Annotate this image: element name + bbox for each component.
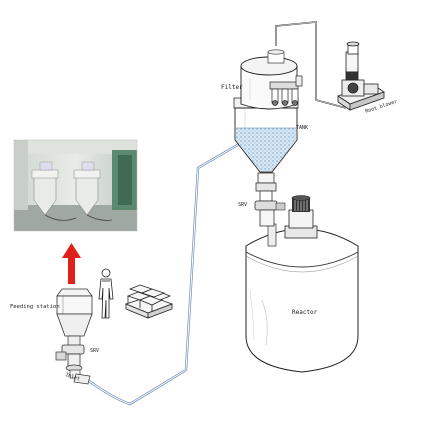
inlet-pipe bbox=[73, 373, 91, 385]
filter-unit bbox=[240, 49, 298, 110]
reactor-motor bbox=[284, 195, 318, 239]
srv-bottom-label: SRV bbox=[90, 348, 100, 354]
filter-label: Filter bbox=[221, 84, 243, 91]
pulse-valves bbox=[269, 75, 303, 106]
photo-station-right bbox=[73, 161, 101, 216]
bag-pallet-icon bbox=[124, 284, 174, 319]
tank-label: TANK bbox=[296, 125, 309, 131]
reactor-label: Reactor bbox=[292, 309, 318, 316]
root-blower bbox=[337, 41, 385, 111]
reactor-vessel bbox=[245, 223, 359, 373]
srv-valve-top bbox=[254, 172, 286, 227]
feeding-station-photo bbox=[13, 139, 138, 232]
srv-top-label: SRV bbox=[238, 202, 248, 208]
srv-valve-bottom bbox=[55, 344, 85, 379]
person-icon bbox=[98, 268, 114, 319]
red-arrow-icon bbox=[62, 243, 81, 284]
photo-station-left bbox=[31, 161, 59, 216]
feeding-station bbox=[56, 288, 93, 347]
feeding-station-label: Feeding station bbox=[10, 304, 60, 310]
